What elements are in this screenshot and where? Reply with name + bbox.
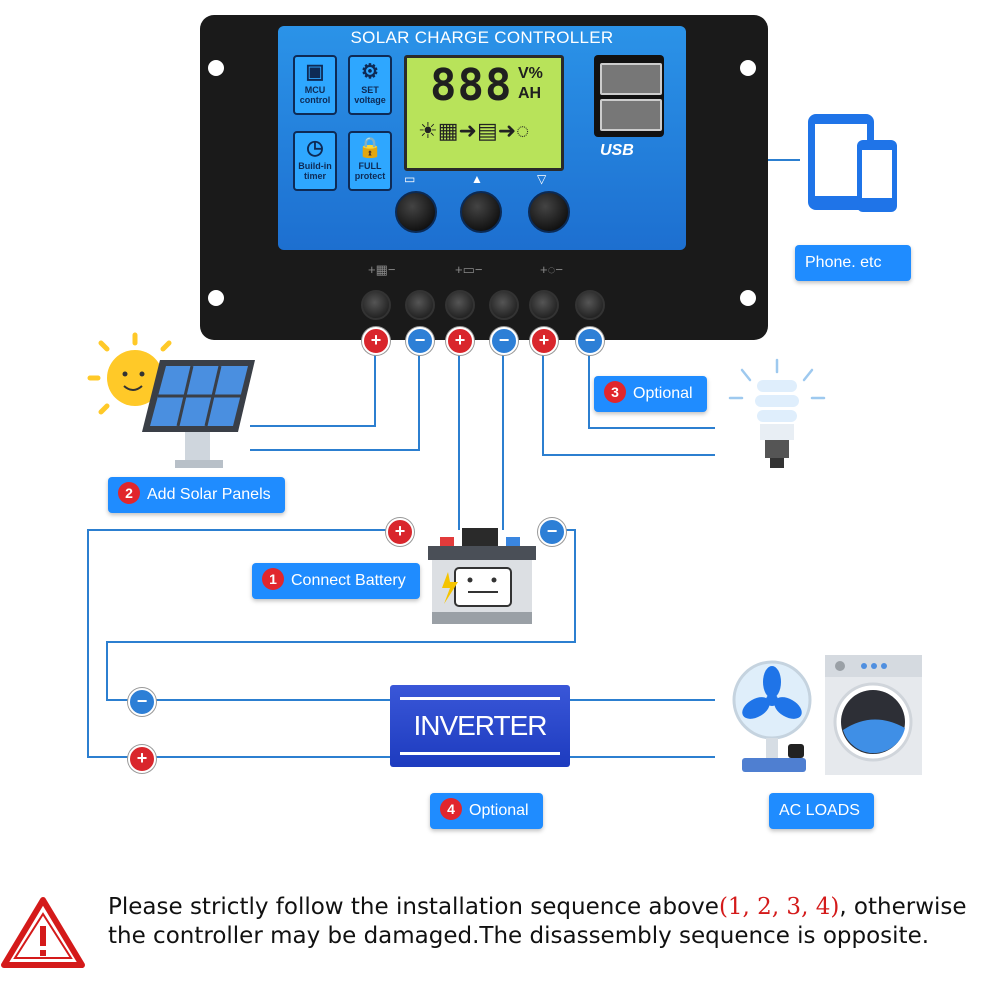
controller-title: SOLAR CHARGE CONTROLLER — [350, 28, 614, 47]
clock-icon: ◷ — [306, 137, 324, 159]
feature-mcu: ▣MCU control — [293, 55, 337, 115]
lcd-flow-icon: ☀▦➜▤➜◌ — [418, 118, 530, 143]
down-button[interactable] — [528, 191, 570, 233]
phone-label: Phone. etc — [795, 245, 911, 281]
usb-slot[interactable] — [600, 99, 662, 131]
warning-triangle-icon — [1, 897, 85, 968]
battery-icon — [428, 528, 536, 624]
lcd-digits: 888 — [430, 60, 513, 111]
negative-marker: − — [538, 518, 566, 546]
negative-marker: − — [576, 327, 604, 355]
negative-marker: − — [128, 688, 156, 716]
positive-marker: + — [386, 518, 414, 546]
inverter-stripe — [400, 697, 560, 700]
lcd-display — [404, 55, 564, 171]
solar-terminal-icon: +▦− — [368, 262, 396, 277]
phone-tablet-icon — [808, 114, 897, 212]
terminal-screw[interactable] — [445, 290, 475, 320]
fan-icon — [732, 660, 812, 772]
ac-loads-label: AC LOADS — [769, 793, 874, 829]
usb-label: USB — [600, 142, 634, 159]
gear-icon: ⚙ — [361, 61, 379, 83]
feature-protect: 🔒FULL protect — [348, 131, 392, 191]
lcd-units: V%AH — [518, 65, 543, 102]
positive-marker: + — [446, 327, 474, 355]
menu-icon: ▭ — [404, 172, 416, 186]
negative-marker: − — [406, 327, 434, 355]
up-button[interactable] — [460, 191, 502, 233]
inverter-stripe — [400, 752, 560, 755]
positive-marker: + — [362, 327, 390, 355]
feature-set-voltage: ⚙SET voltage — [348, 55, 392, 115]
positive-marker: + — [128, 745, 156, 773]
wire-load-pos — [542, 340, 715, 456]
terminal-screw[interactable] — [575, 290, 605, 320]
mount-hole — [740, 60, 756, 76]
wire-load-neg — [588, 340, 715, 429]
wire-battery-to-inverter-pos — [87, 529, 398, 758]
washing-machine-icon — [825, 655, 922, 775]
wire-solar-neg — [250, 340, 420, 451]
lock-icon: 🔒 — [357, 137, 383, 159]
terminal-screw[interactable] — [529, 290, 559, 320]
negative-marker: − — [490, 327, 518, 355]
menu-button[interactable] — [395, 191, 437, 233]
mount-hole — [208, 60, 224, 76]
feature-timer: ◷Build-in timer — [293, 131, 337, 191]
up-icon: ▲ — [471, 172, 483, 186]
light-bulb-icon — [728, 358, 826, 468]
down-icon: ▽ — [537, 172, 547, 186]
terminal-screw[interactable] — [405, 290, 435, 320]
chip-icon: ▣ — [305, 61, 325, 83]
usb-slot[interactable] — [600, 63, 662, 95]
terminal-screw[interactable] — [361, 290, 391, 320]
mount-hole — [740, 290, 756, 306]
terminal-screw[interactable] — [489, 290, 519, 320]
installation-warning: Please strictly follow the installation … — [108, 894, 967, 949]
wire-solar-pos — [250, 340, 376, 427]
mount-hole — [208, 290, 224, 306]
positive-marker: + — [530, 327, 558, 355]
battery-terminal-icon: +▭− — [455, 262, 483, 277]
load-terminal-icon: +◌− — [540, 262, 563, 277]
solar-panel-icon — [87, 332, 255, 468]
inverter-label: INVERTER — [413, 710, 547, 741]
